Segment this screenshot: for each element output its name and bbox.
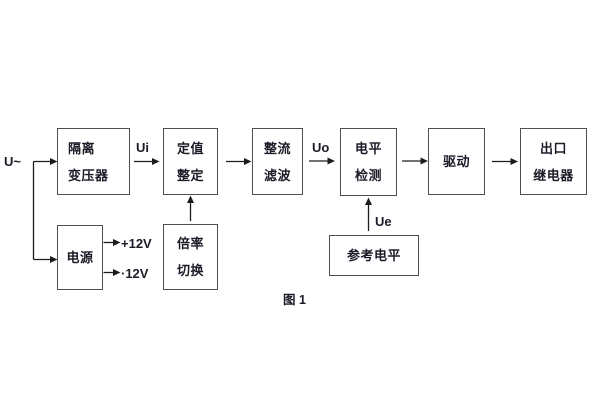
block-label: 滤波 bbox=[263, 167, 291, 183]
block-reference-level: 参考电平 bbox=[329, 235, 419, 276]
block-rectifier-filter: 整流 滤波 bbox=[252, 128, 303, 195]
block-label: 倍率 bbox=[176, 236, 204, 251]
label-rail-positive: +12V bbox=[121, 236, 152, 251]
block-output-relay: 出口 继电器 bbox=[520, 128, 587, 195]
block-label: 切换 bbox=[176, 263, 204, 278]
block-label: 电源 bbox=[66, 250, 94, 265]
block-label: 检测 bbox=[354, 168, 382, 183]
block-label: 定值 bbox=[176, 140, 204, 156]
block-label: 电平 bbox=[354, 141, 382, 156]
block-label: 隔离 bbox=[68, 140, 96, 156]
block-label: 整流 bbox=[263, 140, 291, 156]
block-setpoint-setting: 定值 整定 bbox=[163, 128, 218, 195]
block-label: 驱动 bbox=[442, 154, 470, 169]
block-label: 整定 bbox=[176, 167, 204, 183]
figure-caption: 图 1 bbox=[283, 293, 306, 307]
block-isolation-transformer: 隔离 变压器 bbox=[57, 128, 130, 195]
label-uo: Uo bbox=[312, 140, 330, 155]
label-ue: Ue bbox=[375, 214, 392, 229]
label-rail-negative: ·12V bbox=[121, 266, 149, 281]
block-label: 变压器 bbox=[68, 167, 109, 183]
block-label: 参考电平 bbox=[346, 248, 401, 263]
block-driver: 驱动 bbox=[428, 128, 485, 195]
block-power-supply: 电源 bbox=[57, 225, 103, 290]
block-level-detector: 电平 检测 bbox=[340, 128, 397, 196]
label-input-signal: U~ bbox=[4, 154, 21, 169]
block-label: 出口 bbox=[539, 140, 567, 156]
block-ratio-switch: 倍率 切换 bbox=[163, 224, 218, 290]
block-label: 继电器 bbox=[533, 167, 574, 183]
label-ui: Ui bbox=[136, 140, 149, 155]
